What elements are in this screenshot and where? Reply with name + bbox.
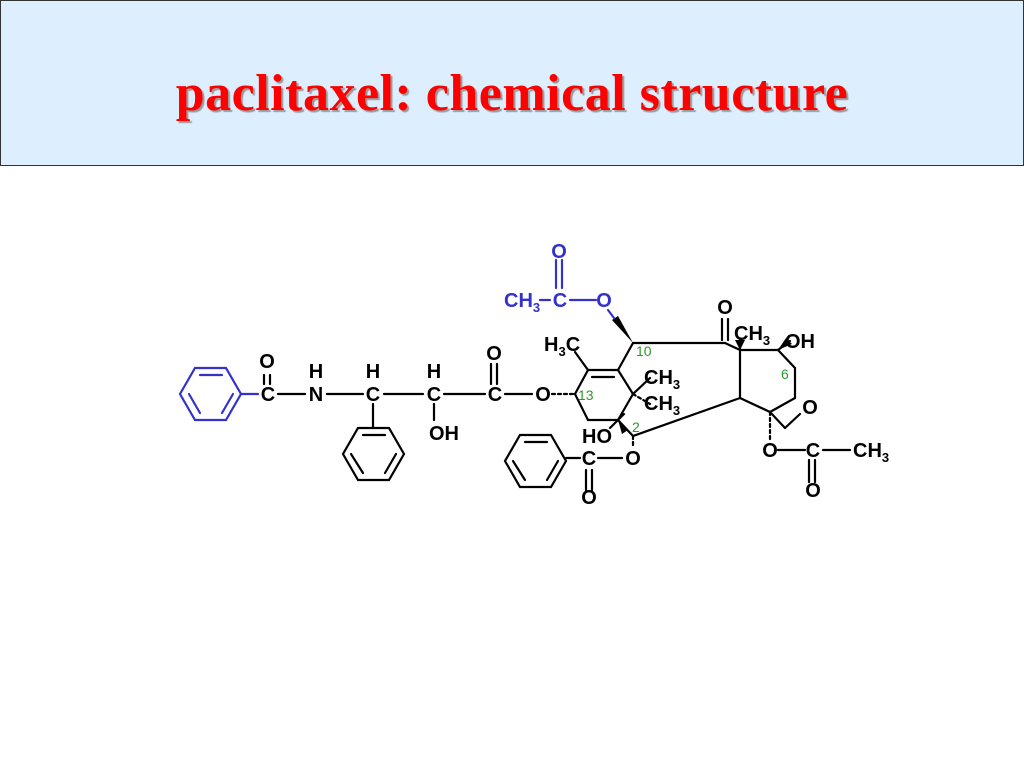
c2-prime-hydrogen: H bbox=[427, 361, 441, 383]
c1-hydroxyl: OH bbox=[785, 331, 815, 353]
c10-acetyl-oxygen: O bbox=[596, 290, 612, 312]
benzoate-phenyl-ring bbox=[503, 433, 568, 489]
c3-prime-carbon: C bbox=[366, 384, 380, 406]
side-chain-bonds bbox=[262, 362, 534, 430]
ester-carbon: C bbox=[488, 384, 502, 406]
benzoyl-phenyl-ring bbox=[178, 366, 260, 422]
position-label-10: 10 bbox=[636, 343, 652, 359]
title-bar bbox=[0, 0, 1024, 166]
ester-carbonyl-oxygen: O bbox=[486, 343, 502, 365]
c4-acetate-carbonyl-oxygen: O bbox=[805, 480, 821, 502]
c19-methyl-label: CH3 bbox=[734, 323, 770, 348]
c10-acetyl-bonds bbox=[538, 258, 616, 320]
oxetane-oxygen: O bbox=[802, 397, 818, 419]
benzoate-ester-oxygen: O bbox=[625, 448, 641, 470]
c1-hydroxyl-wedge-bond bbox=[778, 338, 792, 350]
c4-acetate-carbon: C bbox=[806, 440, 820, 462]
c10-acetyl-carbon: C bbox=[553, 290, 567, 312]
c17-methyl-label: CH3 bbox=[644, 393, 680, 418]
c2-prime-carbon: C bbox=[427, 384, 441, 406]
c10-acetyl-carbonyl-oxygen: O bbox=[551, 241, 567, 263]
c16-methyl-label: CH3 bbox=[644, 367, 680, 392]
c9-ketone-oxygen: O bbox=[717, 297, 733, 319]
benzoate-carbonyl-oxygen: O bbox=[581, 487, 597, 509]
c3-prime-hydrogen: H bbox=[366, 361, 380, 383]
c18-methyl-label: H3C bbox=[544, 334, 580, 359]
position-label-13: 13 bbox=[578, 387, 594, 403]
c4-acetate-oxygen: O bbox=[762, 440, 778, 462]
c2-region-hydroxyl: HO bbox=[582, 426, 612, 448]
c10-wedge-bond bbox=[612, 316, 633, 343]
amide-nitrogen: N bbox=[309, 384, 323, 406]
ester-oxygen: O bbox=[535, 384, 551, 406]
amide-carbon: C bbox=[261, 384, 275, 406]
position-label-2: 2 bbox=[632, 419, 640, 435]
position-label-6: 6 bbox=[781, 366, 789, 382]
c2-hydroxyl-wedge-bond bbox=[618, 420, 628, 434]
amide-carbonyl-oxygen: O bbox=[259, 351, 275, 373]
side-chain-phenyl-ring bbox=[341, 426, 406, 482]
c10-acetyl-methyl: CH3 bbox=[504, 290, 540, 315]
c4-acetate-methyl: CH3 bbox=[853, 440, 889, 465]
benzoate-carbon: C bbox=[582, 448, 596, 470]
c2-prime-hydroxyl: OH bbox=[429, 423, 459, 445]
amide-nh-hydrogen: H bbox=[309, 361, 323, 383]
c8-methyl-wedge-bond bbox=[735, 340, 745, 350]
page-title: paclitaxel: chemical structure bbox=[175, 65, 849, 122]
